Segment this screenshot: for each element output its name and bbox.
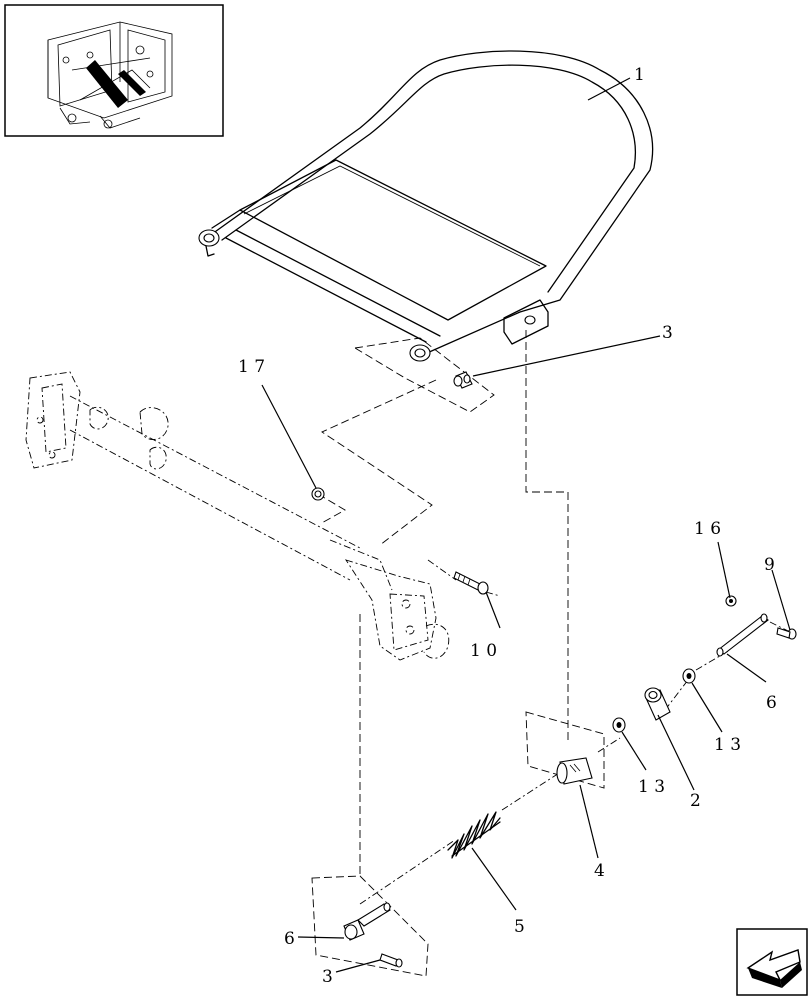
- callout-13-right: 1 3: [714, 735, 741, 755]
- nut-16: [725, 595, 737, 607]
- callout-5: 5: [514, 917, 525, 937]
- callout-labels: 1 3 1 7 1 6 9 1 0 6 1 3 1 3 2 4 5 6 3: [238, 65, 777, 987]
- callout-9: 9: [764, 555, 775, 575]
- assembly-lines: [311, 330, 791, 977]
- callout-1: 1: [634, 65, 645, 85]
- bolt-10: [453, 571, 489, 595]
- callout-17: 1 7: [238, 357, 265, 377]
- washer-13-right: [682, 668, 696, 684]
- bolt-9: [776, 627, 797, 640]
- callout-3-top: 3: [662, 323, 673, 343]
- callout-2: 2: [690, 791, 701, 811]
- pin-6-bottom: [343, 902, 391, 941]
- bushing-2: [644, 687, 671, 721]
- sleeve-4: [556, 757, 593, 785]
- pin-6-right: [716, 613, 769, 657]
- pin-3-bottom: [379, 953, 403, 968]
- spring-5: [447, 811, 501, 859]
- machine-overview-thumbnail: [4, 4, 224, 137]
- pin-3-top: [453, 371, 473, 389]
- nut-17: [311, 487, 325, 501]
- next-page-arrow-icon[interactable]: [736, 928, 808, 996]
- washer-13-mid: [612, 717, 626, 733]
- callout-3-bottom: 3: [322, 967, 333, 987]
- rotor-shaft-assembly: [25, 371, 450, 661]
- callout-10: 1 0: [470, 641, 497, 661]
- callout-6-bottom: 6: [284, 929, 295, 949]
- guard-frame: [198, 50, 654, 362]
- callout-13-mid: 1 3: [638, 777, 665, 797]
- callout-6-right: 6: [766, 693, 777, 713]
- callout-4: 4: [594, 861, 605, 881]
- callout-16: 1 6: [694, 519, 721, 539]
- leader-lines: [261, 77, 791, 973]
